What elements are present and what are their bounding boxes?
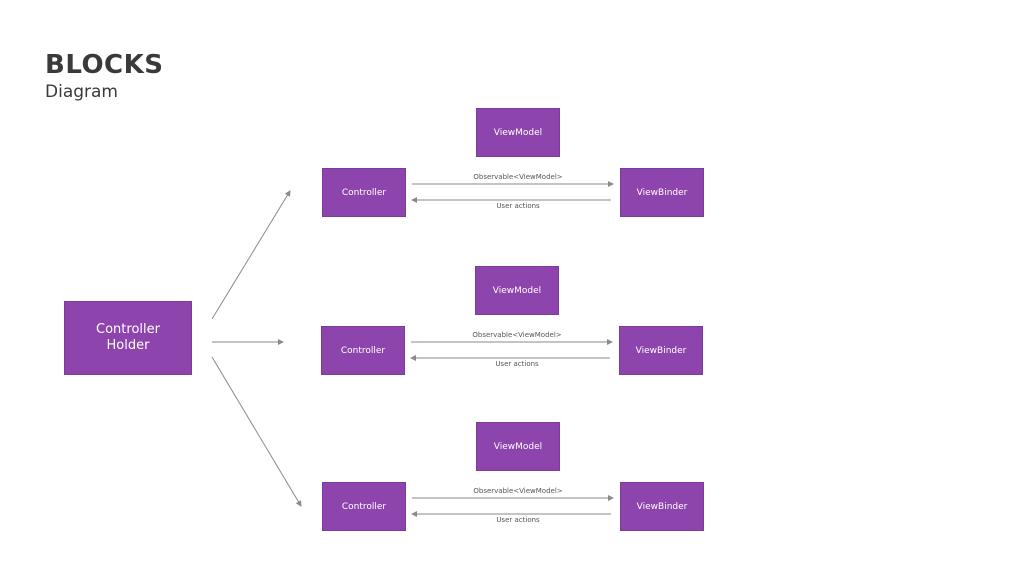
- user-actions-label: User actions: [495, 360, 539, 368]
- page-title: BLOCKS: [45, 50, 164, 80]
- controller-box: Controller: [321, 326, 405, 375]
- user-actions-label: User actions: [496, 516, 540, 524]
- page-subtitle: Diagram: [45, 82, 118, 102]
- viewbinder-box: ViewBinder: [620, 168, 704, 217]
- holder-to-controller-1-arrow: [211, 190, 291, 320]
- observable-label: Observable<ViewModel>: [473, 173, 563, 181]
- viewmodel-box: ViewModel: [476, 108, 560, 157]
- observable-label: Observable<ViewModel>: [472, 331, 562, 339]
- viewbinder-box: ViewBinder: [619, 326, 703, 375]
- user-actions-label: User actions: [496, 202, 540, 210]
- viewbinder-box: ViewBinder: [620, 482, 704, 531]
- viewmodel-box: ViewModel: [475, 266, 559, 315]
- controller-box: Controller: [322, 168, 406, 217]
- viewmodel-box: ViewModel: [476, 422, 560, 471]
- holder-to-controller-3-arrow: [211, 356, 302, 507]
- observable-label: Observable<ViewModel>: [473, 487, 563, 495]
- controller-box: Controller: [322, 482, 406, 531]
- controller-holder-box: Controller Holder: [64, 301, 192, 375]
